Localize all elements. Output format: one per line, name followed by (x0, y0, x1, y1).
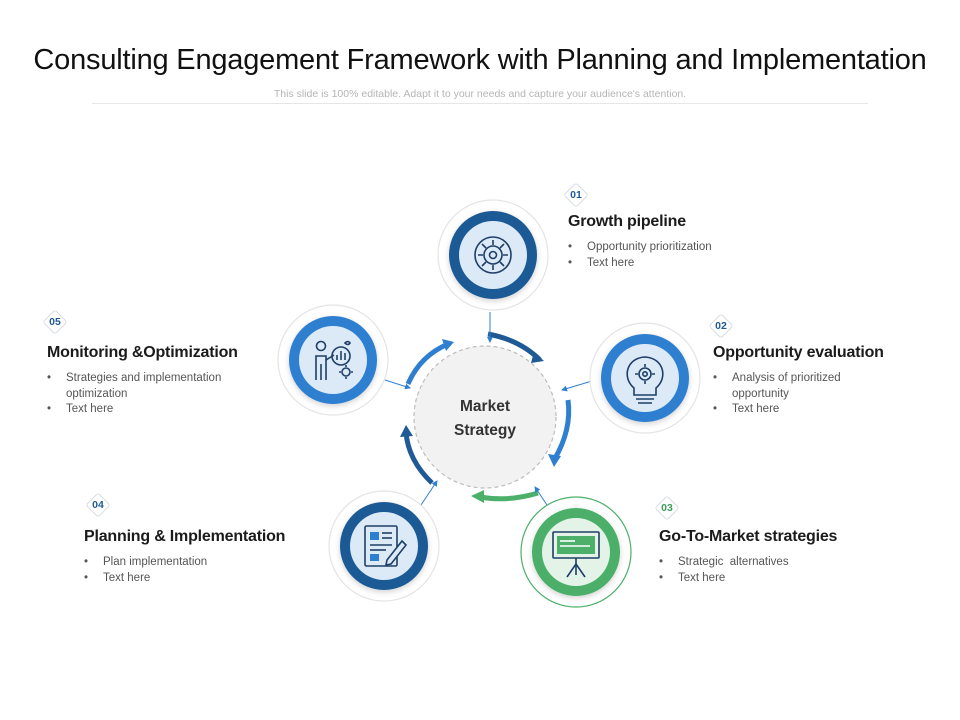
step-02-badge: 02 (708, 313, 734, 339)
node-02 (589, 322, 701, 434)
step-04-bullet-1: Plan implementation (84, 555, 284, 571)
connectors (384, 312, 593, 509)
step-03-bullet-1: Strategic alternatives (659, 555, 859, 571)
step-05-bullets: Strategies and implementation optimizati… (47, 371, 237, 418)
step-04-badge: 04 (85, 492, 111, 518)
step-02-heading: Opportunity evaluation (713, 344, 884, 361)
step-03-heading: Go-To-Market strategies (659, 528, 838, 545)
step-04-bullet-2: Text here (84, 571, 284, 587)
person-analytics-icon (315, 340, 353, 380)
center-label-line2: Strategy (454, 422, 516, 439)
step-05-heading: Monitoring &Optimization (47, 344, 238, 361)
center-node: Market Strategy (413, 345, 557, 489)
step-05-bullet-1: Strategies and implementation optimizati… (47, 371, 237, 402)
step-05-bullet-2: Text here (47, 402, 237, 418)
center-label-line1: Market (460, 398, 510, 415)
step-02-bullets: Analysis of prioritized opportunity Text… (713, 371, 858, 418)
lightbulb-gear-icon (626, 356, 664, 404)
header-divider (92, 103, 868, 104)
step-02-bullet-2: Text here (713, 402, 858, 418)
node-05 (277, 304, 389, 416)
page-subtitle: This slide is 100% editable. Adapt it to… (273, 88, 687, 100)
cycle-arcs (400, 331, 572, 503)
step-03-bullet-2: Text here (659, 571, 859, 587)
step-03-bullets: Strategic alternatives Text here (659, 555, 859, 586)
step-03-badge: 03 (654, 495, 680, 521)
node-03 (520, 496, 632, 608)
page-title: Consulting Engagement Framework with Pla… (33, 44, 927, 76)
document-pen-icon (364, 525, 408, 567)
step-01-heading: Growth pipeline (568, 213, 686, 230)
step-01-bullets: Opportunity prioritization Text here (568, 240, 788, 271)
gear-circle-icon (474, 236, 512, 274)
presentation-board-icon (552, 531, 600, 578)
step-01-badge: 01 (563, 182, 589, 208)
step-01-bullet-1: Opportunity prioritization (568, 240, 788, 256)
step-04-heading: Planning & Implementation (84, 528, 286, 545)
step-01-bullet-2: Text here (568, 256, 788, 272)
step-02-bullet-1: Analysis of prioritized opportunity (713, 371, 858, 402)
step-04-bullets: Plan implementation Text here (84, 555, 284, 586)
node-04 (328, 490, 440, 602)
node-01 (437, 199, 549, 311)
step-05-badge: 05 (42, 309, 68, 335)
